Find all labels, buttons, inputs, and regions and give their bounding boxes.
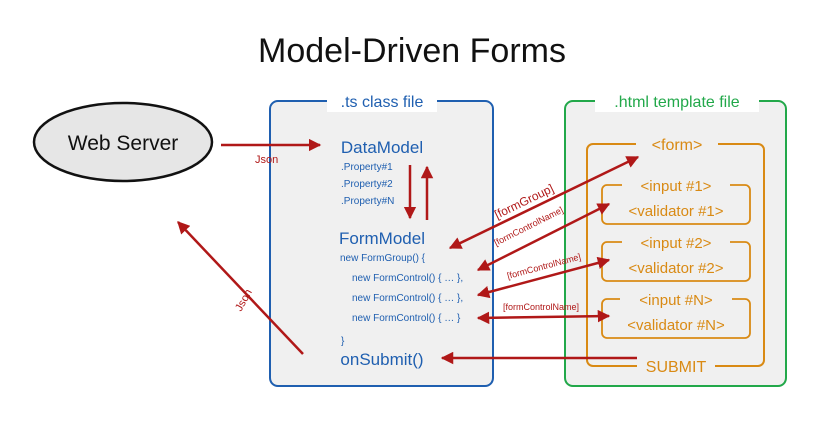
form-tag-label: <form> bbox=[652, 137, 703, 154]
property-n-label: .Property#N bbox=[341, 196, 394, 207]
close-brace: } bbox=[341, 336, 345, 347]
html-panel-title: .html template file bbox=[614, 94, 739, 111]
form-control-line-2: new FormControl() { … }, bbox=[352, 293, 463, 304]
form-control-line-1: new FormControl() { … }, bbox=[352, 273, 463, 284]
form-group-line: new FormGroup() { bbox=[340, 253, 426, 264]
ts-panel-title-bg bbox=[327, 90, 437, 112]
field-2-tag-bg bbox=[622, 232, 730, 252]
property-2-label: .Property#2 bbox=[341, 179, 393, 190]
property-1-label: .Property#1 bbox=[341, 162, 393, 173]
field-1-tag-bg bbox=[622, 175, 730, 195]
web-server-ellipse bbox=[32, 101, 214, 183]
web-server-label: Web Server bbox=[68, 132, 179, 155]
data-model-label: DataModel bbox=[341, 138, 423, 157]
json-in-label: Json bbox=[255, 154, 278, 166]
validator-n-label: <validator #N> bbox=[627, 317, 725, 334]
form-model-label: FormModel bbox=[339, 229, 425, 248]
submit-label: SUBMIT bbox=[646, 359, 707, 376]
validator-2-label: <validator #2> bbox=[628, 260, 723, 277]
validator-1-label: <validator #1> bbox=[628, 203, 723, 220]
input-2-label: <input #2> bbox=[641, 235, 712, 252]
diagram-title: Model-Driven Forms bbox=[258, 32, 566, 70]
submit-bg bbox=[637, 355, 715, 377]
form-tag-bg bbox=[636, 133, 718, 155]
ts-panel-title: .ts class file bbox=[341, 94, 424, 111]
arrow-formcontrol-n bbox=[476, 309, 611, 325]
input-1-label: <input #1> bbox=[641, 178, 712, 195]
form-control-line-n: new FormControl() { … } bbox=[352, 313, 461, 324]
formcontrolname-label-n: [formControlName] bbox=[503, 302, 579, 312]
arrow-onsubmit-to-server bbox=[177, 221, 304, 355]
arrow-formcontrol-2 bbox=[476, 256, 611, 299]
html-panel-title-bg bbox=[595, 90, 759, 112]
input-n-label: <input #N> bbox=[639, 292, 713, 309]
field-n-tag-bg bbox=[620, 289, 732, 309]
on-submit-label: onSubmit() bbox=[340, 350, 423, 369]
